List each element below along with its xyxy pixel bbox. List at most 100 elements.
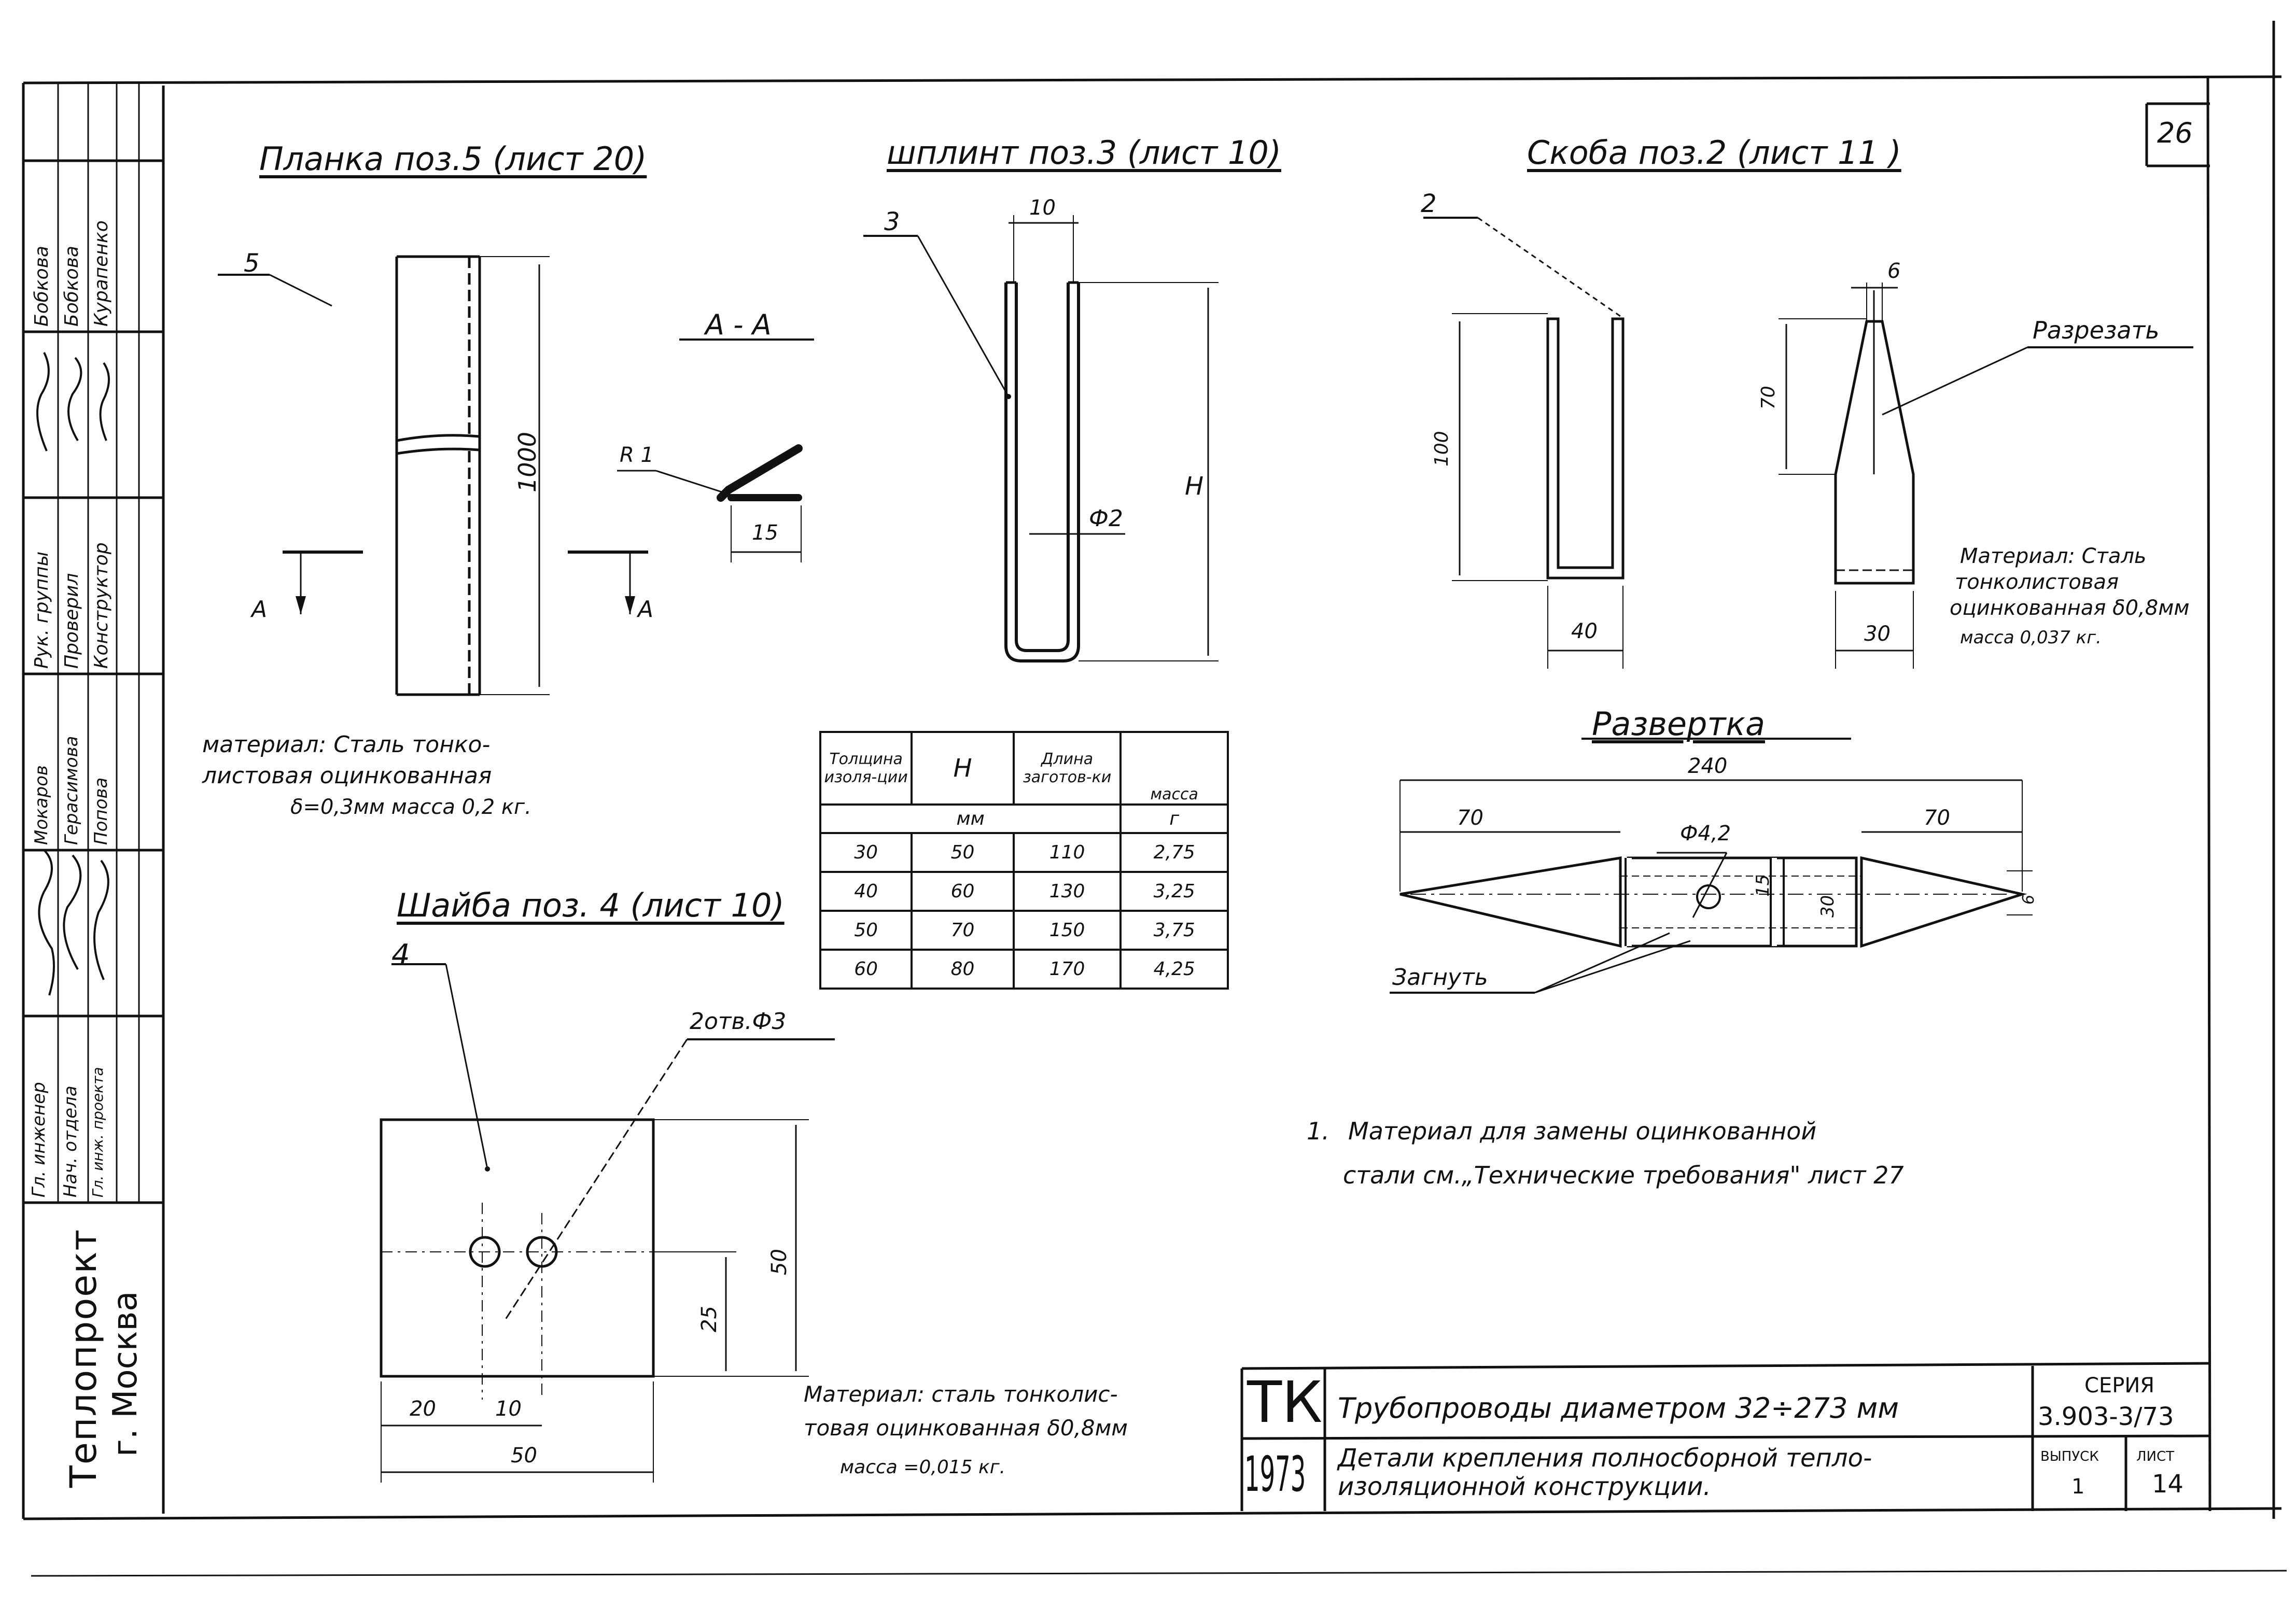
razvertka-hole-dim: Ф4,2 <box>1680 822 1731 845</box>
razvertka-length-dim: 240 <box>1688 754 1728 778</box>
table-row: 30 50 110 2,75 <box>819 832 1229 873</box>
planka-material-line3: δ=0,3мм масса 0,2 кг. <box>290 795 531 819</box>
planka-flange-dim: 15 <box>752 521 778 545</box>
table-cell: 130 <box>1012 871 1122 912</box>
skoba-material-line2: тонколистовая <box>1955 570 2119 594</box>
skoba-width-dim: 40 <box>1571 619 1598 643</box>
title-block-line1: Трубопроводы диаметром 32÷273 мм <box>1338 1392 1899 1424</box>
planka-material-line2: листовая оцинкованная <box>202 763 492 789</box>
stamp-org-city: г. Москва <box>106 1291 145 1457</box>
shaiba-height-dim: 50 <box>767 1249 791 1275</box>
razvertka-15-dim: 15 <box>1753 874 1773 897</box>
planka-cut-label-right: А <box>638 596 654 623</box>
stamp-signer-name: Бобкова <box>31 246 52 327</box>
shaiba-10-dim: 10 <box>495 1397 522 1421</box>
table-row: 40 60 130 3,25 <box>819 871 1229 912</box>
planka-title: Планка поз.5 (лист 20) <box>259 140 647 178</box>
stamp-org-name: Теплопроект <box>62 1228 105 1488</box>
skoba-slot-dim: 6 <box>1887 259 1901 283</box>
title-block-series-value: 3.903-3/73 <box>2038 1402 2174 1431</box>
shaiba-20-dim: 20 <box>410 1397 436 1421</box>
skoba-bottom-dim: 30 <box>1864 622 1891 646</box>
planka-radius-label: R 1 <box>620 443 654 467</box>
title-block-issue-label: ВЫПУСК <box>2040 1449 2099 1464</box>
table-cell: 3,25 <box>1119 871 1229 912</box>
skoba-material-line1: Материал: Сталь <box>1960 544 2147 568</box>
table-header-cell: Толщина изоля-ции <box>819 731 913 806</box>
title-block-tk: ТК <box>1247 1369 1323 1435</box>
shaiba-material-line3: масса =0,015 кг. <box>840 1457 1006 1478</box>
skoba-material-line4: масса 0,037 кг. <box>1960 627 2102 648</box>
razvertka-6-dim: 6 <box>2020 894 2038 905</box>
shplint-title: шплинт поз.3 (лист 10) <box>887 134 1281 172</box>
skoba-title: Скоба поз.2 (лист 11 ) <box>1527 134 1901 172</box>
table-cell: 150 <box>1012 910 1122 951</box>
shplint-pos-label: 3 <box>884 207 900 236</box>
razvertka-bend-label: Загнуть <box>1392 964 1488 991</box>
title-block-series-label: СЕРИЯ <box>2084 1374 2155 1398</box>
table-row: 50 70 150 3,75 <box>819 910 1229 951</box>
table-row: 60 80 170 4,25 <box>819 949 1229 990</box>
sheet-number: 26 <box>2157 117 2193 149</box>
skoba-cut-label: Разрезать <box>2033 316 2160 344</box>
shplint-height-dim: Н <box>1185 472 1204 501</box>
table-cell: 4,25 <box>1119 949 1229 990</box>
shaiba-pos-label: 4 <box>391 938 410 972</box>
planka-material-line1: материал: Сталь тонко- <box>202 731 491 758</box>
table-cell: 50 <box>911 832 1015 873</box>
skoba-height-dim: 100 <box>1431 431 1452 467</box>
skoba-pos-label: 2 <box>1421 189 1437 218</box>
table-cell: 30 <box>819 832 913 873</box>
table-cell: 60 <box>819 949 913 990</box>
table-header-cell: Длина заготов-ки <box>1012 731 1122 806</box>
title-block-line2: Детали крепления полносборной тепло- <box>1338 1444 1872 1473</box>
title-block-sheet-value: 14 <box>2152 1470 2184 1499</box>
planka-section-label: А - А <box>705 308 772 341</box>
table-cell: 2,75 <box>1119 832 1229 873</box>
table-cell: 40 <box>819 871 913 912</box>
note-line1: Материал для замены оцинкованной <box>1348 1117 1817 1145</box>
insulation-spec-table: Толщина изоля-ции Н Длина заготов-ки мас… <box>819 731 1229 990</box>
table-cell: 170 <box>1012 949 1122 990</box>
skoba-taper-dim: 70 <box>1758 386 1779 410</box>
razvertka-left-dim: 70 <box>1457 806 1483 830</box>
table-header-cell: масса <box>1119 731 1229 806</box>
table-header-row: Толщина изоля-ции Н Длина заготов-ки мас… <box>819 731 1229 806</box>
shaiba-half-dim: 25 <box>697 1306 721 1332</box>
stamp-role: Нач. отдела <box>60 1085 81 1197</box>
razvertka-title: Развертка <box>1592 705 1765 743</box>
title-block-line3: изоляционной конструкции. <box>1338 1472 1711 1501</box>
table-cell: 70 <box>911 910 1015 951</box>
shaiba-width-dim: 50 <box>511 1444 537 1468</box>
table-units-cell: г <box>1119 803 1229 834</box>
stamp-role: Гл. инженер <box>29 1082 49 1197</box>
razvertka-30-dim: 30 <box>1817 895 1838 918</box>
title-block-sheet-label: ЛИСТ <box>2136 1449 2175 1464</box>
planka-pos-label: 5 <box>244 249 260 278</box>
table-units-row: мм г <box>819 803 1229 834</box>
shplint-width-dim: 10 <box>1029 196 1056 220</box>
table-cell: 80 <box>911 949 1015 990</box>
title-block-year: 1973 <box>1244 1446 1306 1503</box>
planka-cut-label-left: А <box>251 596 268 623</box>
note-line2: стали см.„Технические требования" лист 2… <box>1343 1161 1904 1189</box>
shaiba-title: Шайба поз. 4 (лист 10) <box>397 886 785 924</box>
stamp-signer-name: Курапенко <box>91 220 112 327</box>
planka-length-dim: 1000 <box>513 431 541 492</box>
shaiba-material-line1: Материал: сталь тонколис- <box>804 1381 1118 1407</box>
shplint-diameter-dim: Ф2 <box>1089 505 1123 532</box>
skoba-material-line3: оцинкованная δ0,8мм <box>1950 596 2190 620</box>
stamp-signatures <box>36 352 110 996</box>
shaiba-holes-label: 2отв.Ф3 <box>690 1008 787 1035</box>
table-cell: 110 <box>1012 832 1122 873</box>
shaiba-material-line2: товая оцинкованная δ0,8мм <box>804 1415 1128 1441</box>
table-cell: 50 <box>819 910 913 951</box>
table-cell: 60 <box>911 871 1015 912</box>
razvertka-right-dim: 70 <box>1924 806 1950 830</box>
stamp-role: Гл. инж. проекта <box>89 1067 106 1197</box>
table-header-cell: Н <box>911 731 1015 806</box>
table-units-cell: мм <box>819 803 1122 834</box>
title-block-issue-value: 1 <box>2071 1475 2085 1499</box>
note-number: 1. <box>1307 1117 1329 1145</box>
